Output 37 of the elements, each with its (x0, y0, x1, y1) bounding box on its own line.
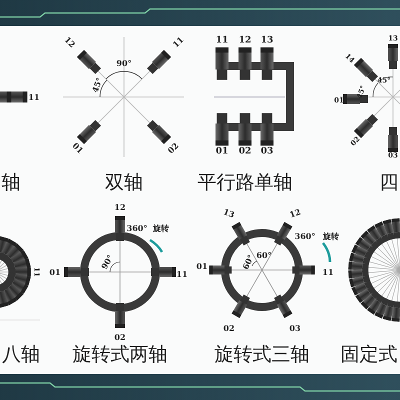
camera-number: 03 (289, 324, 301, 332)
camera-number: 02 (223, 324, 235, 332)
caption: 旋转式两轴 (72, 346, 168, 364)
caption: 双轴 (105, 174, 143, 192)
angle-label: 90° (116, 59, 132, 67)
camera-number: 12 (63, 35, 77, 49)
camera-number: 02 (166, 141, 180, 155)
camera-number: 11 (28, 93, 40, 101)
camera-number: 01 (216, 148, 228, 156)
angle-label: 360° (126, 224, 148, 232)
rotation-label: 旋转 (323, 232, 339, 240)
caption: 平行路单轴 (198, 174, 292, 192)
caption: 旋转式三轴 (214, 346, 310, 364)
camera-number: 11 (322, 268, 334, 276)
camera-number: 13 (222, 207, 236, 219)
camera-number: 11 (216, 36, 228, 46)
camera-number: 02 (238, 148, 252, 156)
camera-number: 01 (49, 268, 61, 276)
rotation-label: 旋转 (153, 224, 169, 232)
caption: 四 (380, 174, 398, 192)
caption: 八轴 (2, 346, 40, 364)
camera-number: 12 (114, 203, 126, 211)
camera-number: 01 (71, 141, 85, 155)
camera-number: 11 (176, 270, 188, 278)
camera-number: 12 (288, 207, 302, 219)
caption: 轴 (2, 174, 20, 192)
camera-number: 03 (260, 148, 274, 156)
caption: 固定式 (340, 346, 398, 364)
angle-label: 60° (241, 253, 255, 271)
angle-label: 60° (256, 251, 272, 259)
angle-label: 45° (90, 76, 104, 94)
camera-number: 11 (171, 35, 185, 49)
angle-label: 360° (294, 232, 316, 240)
camera-number: 01 (196, 262, 208, 270)
camera-number: 02 (114, 333, 126, 341)
camera-number: 12 (238, 36, 252, 46)
camera-number: 13 (260, 36, 274, 46)
